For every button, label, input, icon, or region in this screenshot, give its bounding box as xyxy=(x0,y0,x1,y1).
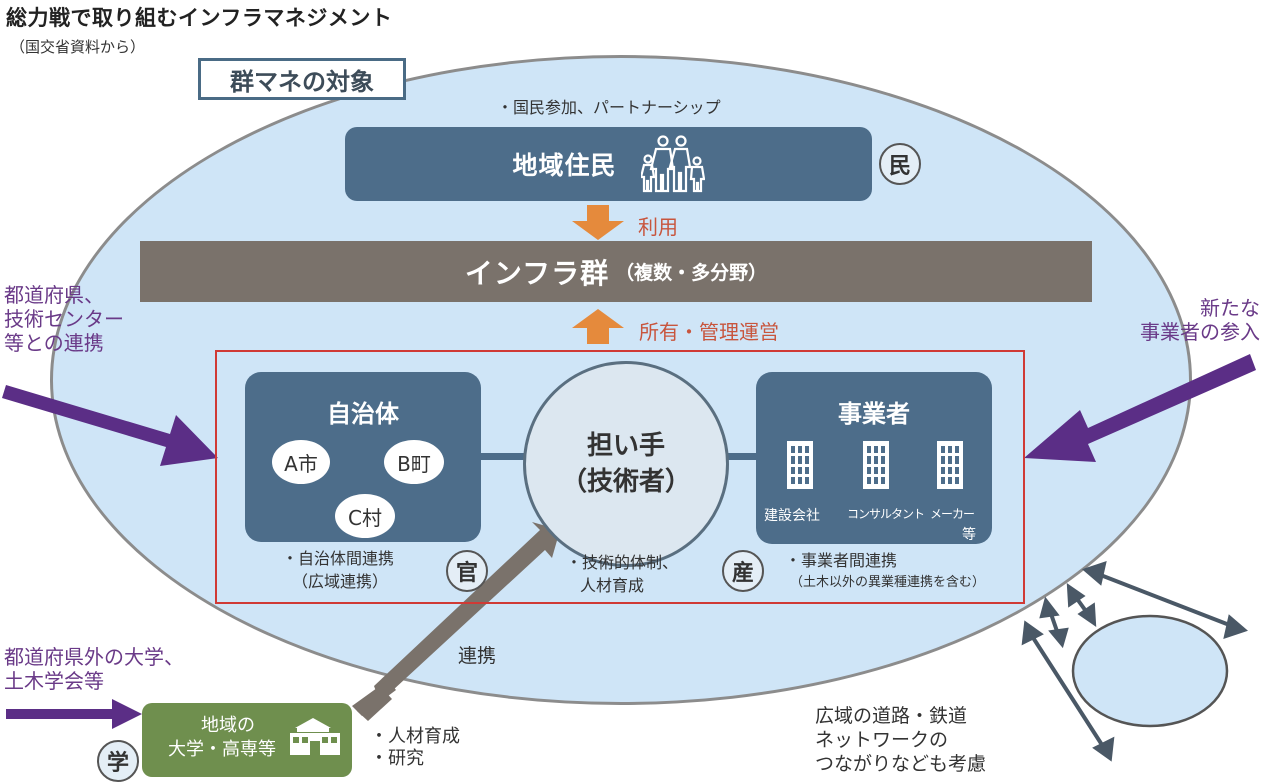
bottom-left-partner-line-2: 土木学会等 xyxy=(4,669,104,693)
bottom-left-partner-line-1: 都道府県外の大学、 xyxy=(4,645,184,669)
region-note-line-3: つながりなども考慮 xyxy=(815,753,987,775)
left-partner-line-2: 技術センター xyxy=(4,307,124,331)
use-label: 利用 xyxy=(638,215,678,239)
node-city: A市 xyxy=(272,440,330,484)
building-icon xyxy=(863,441,889,489)
university-notes: ・人材育成 ・研究 xyxy=(370,726,460,770)
owner-arrow xyxy=(572,309,624,344)
engineer-label: 担い手 xyxy=(586,431,665,461)
building-label-construction: 建設会社 xyxy=(764,508,820,524)
residents-box: 地域住民 xyxy=(345,127,872,201)
left-partner-text: 都道府県、 技術センター 等との連携 xyxy=(4,283,124,355)
university-note-2: ・研究 xyxy=(370,748,424,769)
regional-network-ellipse xyxy=(1071,614,1229,728)
municipality-title: 自治体 xyxy=(327,400,399,428)
infrastructure-bar: インフラ群 （複数・多分野） xyxy=(140,241,1092,302)
bottom-left-partner-arrow xyxy=(6,699,142,729)
right-partner-line-2: 事業者の参入 xyxy=(1140,320,1260,344)
region-note-line-2: ネットワークの xyxy=(815,729,949,751)
center-note-1: ・技術的体制、 xyxy=(566,553,679,572)
operators-note-2: （土木以外の異業種連携を含む） xyxy=(790,575,986,590)
diagram-title: 総力戦で取り組むインフラマネジメント xyxy=(6,6,393,30)
partnership-note: ・国民参加、パートナーシップ xyxy=(497,98,721,117)
node-village: C村 xyxy=(335,494,395,538)
use-arrow xyxy=(572,205,624,240)
engineer-sub-label: （技術者） xyxy=(560,467,691,497)
node-town: B町 xyxy=(384,440,444,484)
left-partner-line-3: 等との連携 xyxy=(4,331,104,355)
right-partner-text: 新たな 事業者の参入 xyxy=(1124,296,1260,344)
right-partner-arrow xyxy=(1024,354,1256,462)
government-badge: 官 xyxy=(446,550,488,592)
bottom-left-partner-text: 都道府県外の大学、 土木学会等 xyxy=(4,645,184,693)
municipality-note-2: （広域連携） xyxy=(292,572,389,591)
building-icon xyxy=(787,441,813,489)
infrastructure-sub-label: （複数・多分野） xyxy=(615,262,768,284)
connector-left xyxy=(481,453,525,460)
academia-badge: 学 xyxy=(97,740,139,782)
left-partner-arrow xyxy=(2,385,218,466)
building-label-consultant: コンサルタント xyxy=(847,507,925,521)
owner-label: 所有・管理運営 xyxy=(639,320,779,344)
connector-right xyxy=(727,453,758,460)
industry-badge: 産 xyxy=(722,550,764,592)
right-partner-line-1: 新たな xyxy=(1200,296,1260,320)
operators-title: 事業者 xyxy=(838,400,910,428)
regional-network-note: 広域の道路・鉄道 ネットワークの つながりなども考慮 xyxy=(815,704,986,776)
collaboration-frame xyxy=(215,350,1025,604)
infrastructure-label: インフラ群 xyxy=(464,256,610,290)
network-arrows xyxy=(1021,560,1248,762)
university-line-1: 地域の xyxy=(201,715,255,736)
building-label-maker: メーカー xyxy=(930,507,975,521)
engineer-circle: 担い手 （技術者） xyxy=(523,361,729,567)
operators-note-1: ・事業者間連携 xyxy=(785,551,898,570)
center-note-2: 人材育成 xyxy=(580,576,645,595)
source-note: （国交省資料から） xyxy=(10,38,146,56)
collab-label: 連携 xyxy=(458,645,497,667)
municipality-note-1: ・自治体間連携 xyxy=(282,549,395,568)
citizen-badge: 民 xyxy=(879,143,921,185)
target-scope-label: 群マネの対象 xyxy=(198,58,406,100)
residents-label: 地域住民 xyxy=(512,151,617,180)
left-partner-line-1: 都道府県、 xyxy=(4,283,104,307)
building-label-etc: 等 xyxy=(962,527,976,543)
collab-arrow xyxy=(352,522,560,721)
university-note-1: ・人材育成 xyxy=(370,726,460,747)
family-icon xyxy=(640,135,705,193)
building-icon xyxy=(937,441,963,489)
region-note-line-1: 広域の道路・鉄道 xyxy=(815,705,968,727)
university-line-2: 大学・高専等 xyxy=(168,739,276,760)
